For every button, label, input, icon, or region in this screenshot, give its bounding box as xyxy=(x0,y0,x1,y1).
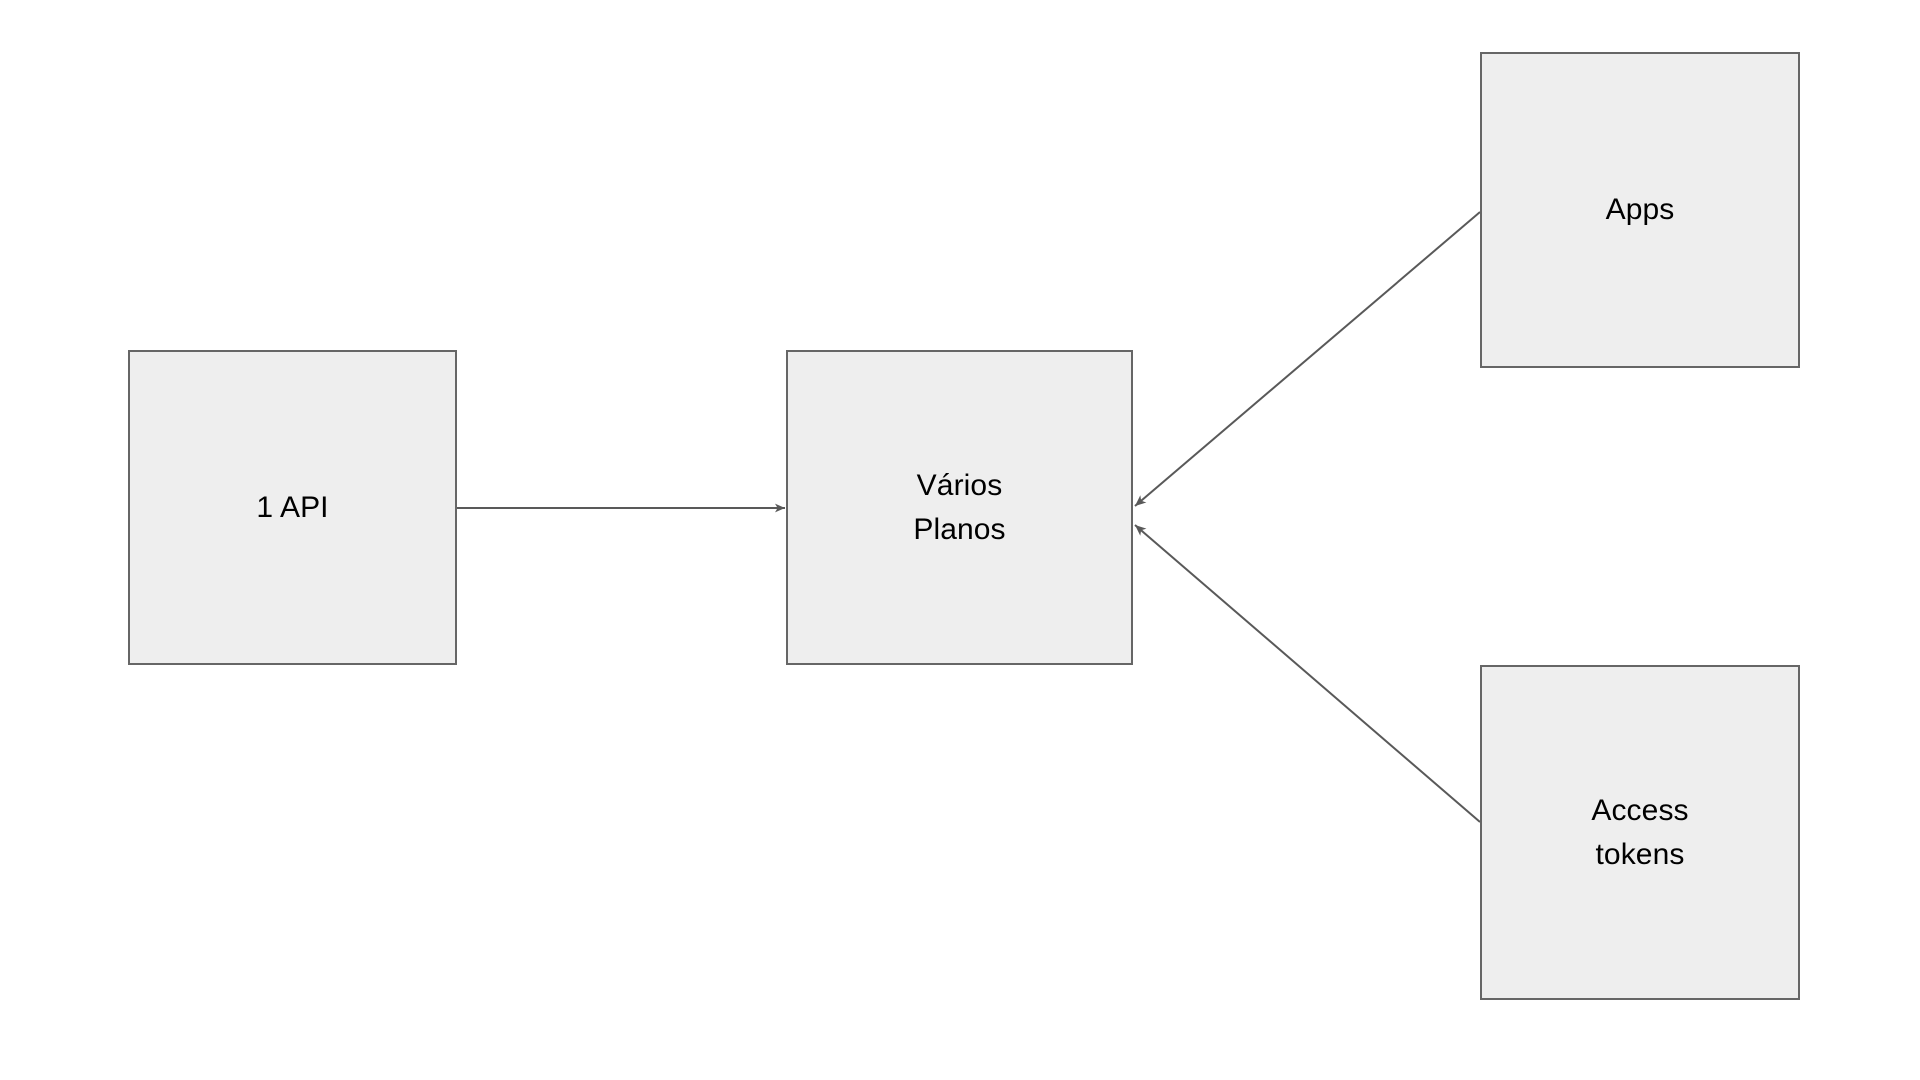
node-label-apps: Apps xyxy=(1605,193,1675,226)
node-access-tokens[interactable]: Access tokens xyxy=(1480,665,1800,1000)
node-1-api[interactable]: 1 API xyxy=(128,350,457,665)
edge-apps-to-planos xyxy=(1134,211,1481,507)
node-label-access-tokens: Access tokens xyxy=(1591,793,1689,871)
node-varios-planos[interactable]: Vários Planos xyxy=(786,350,1133,665)
node-label-1-api: 1 API xyxy=(256,490,329,524)
node-label-varios-planos: Vários Planos xyxy=(913,468,1006,546)
edge-tokens-to-planos xyxy=(1134,524,1481,823)
node-apps[interactable]: Apps xyxy=(1480,52,1800,368)
